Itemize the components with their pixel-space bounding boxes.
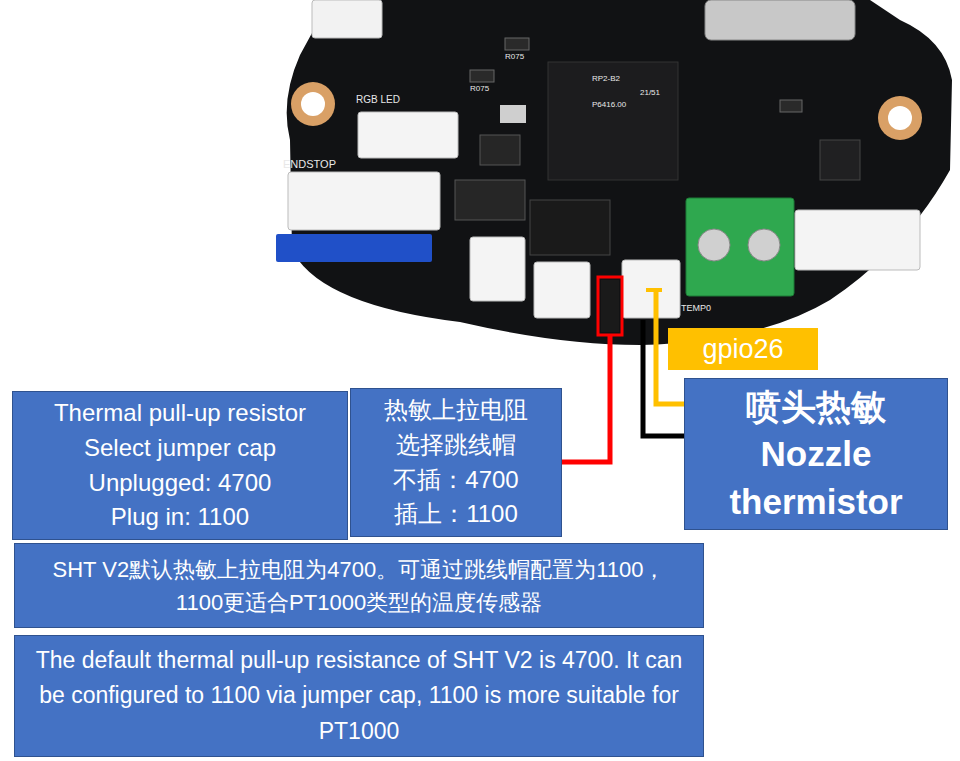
box-text: 插上：1100	[394, 497, 518, 532]
capacitor	[780, 100, 802, 112]
callout-box: 喷头热敏Nozzle thermistor	[684, 378, 948, 530]
box-text: 选择跳线帽	[396, 428, 516, 463]
resistor	[470, 70, 494, 82]
silkscreen-label: ENDSTOP	[283, 158, 336, 170]
box-text: Nozzle thermistor	[693, 430, 939, 525]
box-text: 热敏上拉电阻	[384, 393, 528, 428]
usb-port	[705, 0, 855, 40]
note-box: SHT V2默认热敏上拉电阻为4700。可通过跳线帽配置为1100，1100更适…	[14, 543, 704, 628]
box-text: Unplugged: 4700	[89, 466, 272, 501]
resistor	[505, 38, 529, 50]
highlight-outline	[598, 277, 622, 335]
mount-hole	[301, 92, 325, 116]
callout-box: 热敏上拉电阻选择跳线帽不插：4700插上：1100	[350, 388, 562, 537]
silkscreen-label: TEMP0	[681, 303, 711, 313]
box-text: The default thermal pull-up resistance o…	[27, 643, 691, 750]
pin-header	[276, 234, 432, 262]
mount-hole	[888, 106, 912, 130]
mount-hole	[878, 96, 922, 140]
jumper	[601, 280, 619, 332]
box-text: Thermal pull-up resistor	[54, 396, 306, 431]
thermistor-connector	[622, 260, 680, 318]
box-text: gpio26	[702, 333, 783, 365]
pcb-board	[287, 0, 952, 345]
box-text: Select jumper cap	[84, 431, 276, 466]
screw	[748, 229, 780, 261]
silkscreen-label: RP2-B2	[592, 74, 620, 83]
connector	[534, 262, 590, 318]
pin-header	[530, 200, 610, 255]
connector	[470, 237, 525, 301]
silkscreen-label: P6416.00	[592, 100, 626, 109]
box-text: 不插：4700	[393, 463, 518, 498]
highlight-outline	[646, 288, 662, 292]
signal-label: gpio26	[668, 328, 818, 370]
silkscreen-label: RGB LED	[356, 94, 400, 105]
silkscreen-label: R075	[470, 84, 489, 93]
box-text: SHT V2默认热敏上拉电阻为4700。可通过跳线帽配置为1100，1100更适…	[29, 553, 689, 619]
silkscreen-label: 21/51	[640, 88, 660, 97]
note-box: The default thermal pull-up resistance o…	[14, 635, 704, 757]
leader-line	[562, 336, 610, 462]
connector	[795, 210, 920, 270]
ic	[820, 140, 860, 180]
pin-header	[480, 135, 520, 165]
crystal	[500, 105, 526, 123]
box-text: 喷头热敏	[746, 383, 886, 430]
box-text: Plug in: 1100	[111, 500, 249, 535]
connector	[358, 112, 458, 158]
pin-header	[455, 180, 525, 220]
screw	[698, 229, 730, 261]
power-terminal	[686, 198, 794, 296]
mount-hole	[291, 82, 335, 126]
callout-box: Thermal pull-up resistorSelect jumper ca…	[12, 391, 348, 540]
connector	[312, 0, 382, 38]
silkscreen-label: R075	[505, 52, 524, 61]
mcu-chip	[548, 62, 678, 180]
connector	[288, 172, 440, 230]
